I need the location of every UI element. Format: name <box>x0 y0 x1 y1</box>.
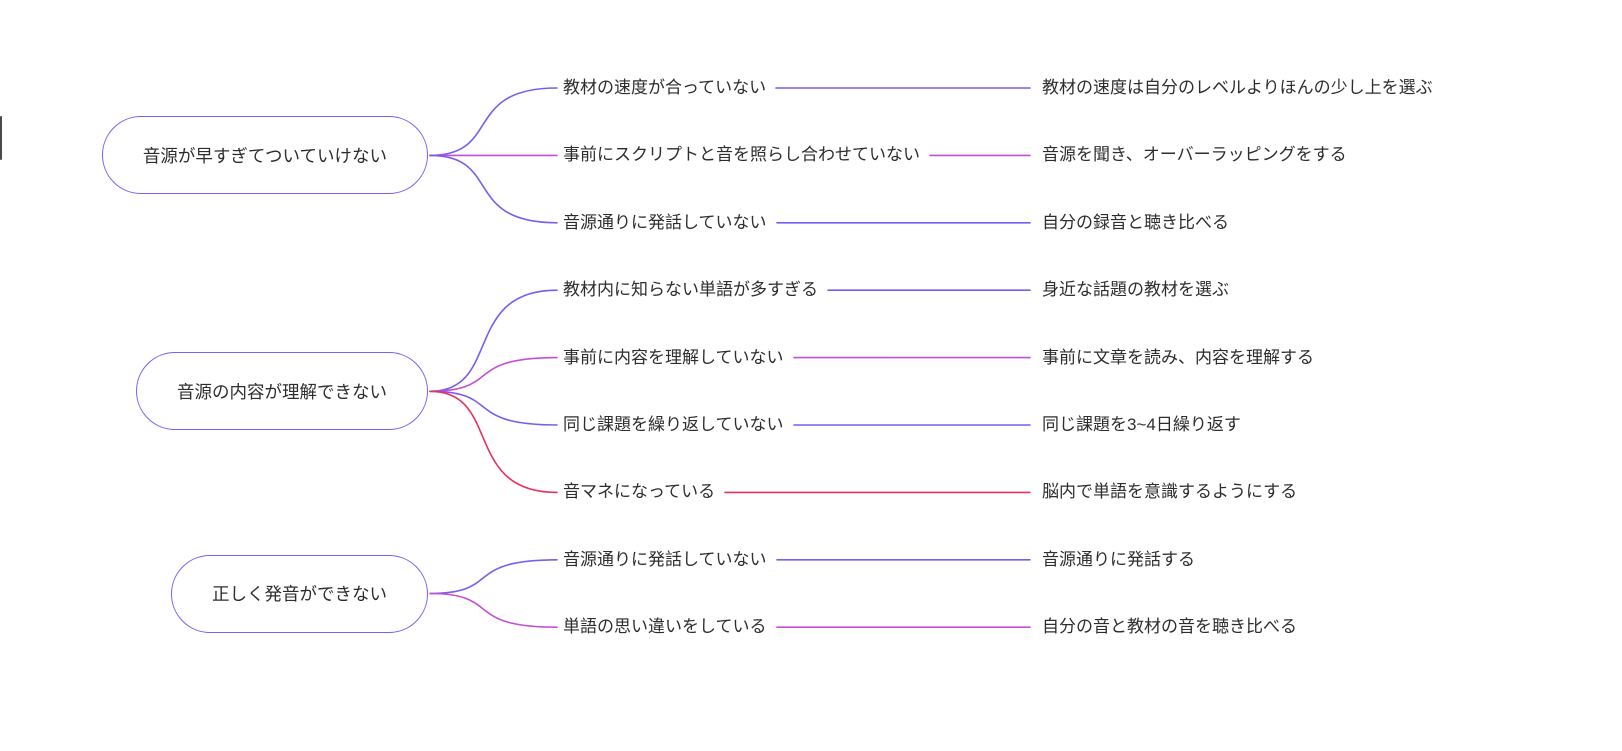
problem-node[interactable]: 事前にスクリプトと音を照らし合わせていない <box>563 145 920 165</box>
branch-curve <box>429 559 558 595</box>
canvas-edge-mark <box>0 116 2 160</box>
root-node[interactable]: 音源の内容が理解できない <box>136 352 428 431</box>
problem-node[interactable]: 事前に内容を理解していない <box>563 347 784 367</box>
problem-node[interactable]: 音源通りに発話していない <box>563 212 767 232</box>
problem-node[interactable]: 教材内に知らない単語が多すぎる <box>563 280 818 300</box>
problem-node[interactable]: 音源通りに発話していない <box>563 549 767 569</box>
branch-curve <box>429 289 558 393</box>
solution-node[interactable]: 身近な話題の教材を選ぶ <box>1042 280 1229 300</box>
branch-curve <box>429 154 558 224</box>
branch-curve <box>429 390 558 426</box>
branch-curve <box>429 87 558 157</box>
root-node[interactable]: 音源が早すぎてついていけない <box>101 116 428 195</box>
solution-node[interactable]: 自分の録音と聴き比べる <box>1042 212 1229 232</box>
solution-node[interactable]: 音源通りに発話する <box>1042 549 1195 569</box>
branch-curve <box>429 390 558 494</box>
problem-node[interactable]: 音マネになっている <box>563 482 716 502</box>
branch-curve <box>429 356 558 393</box>
solution-node[interactable]: 事前に文章を読み、内容を理解する <box>1042 347 1314 367</box>
root-node[interactable]: 正しく発音ができない <box>171 554 428 633</box>
root-node-label: 正しく発音ができない <box>212 584 387 604</box>
problem-node[interactable]: 教材の速度が合っていない <box>563 77 767 97</box>
problem-node[interactable]: 単語の思い違いをしている <box>563 617 767 637</box>
solution-node[interactable]: 音源を聞き、オーバーラッピングをする <box>1042 145 1347 165</box>
solution-node[interactable]: 教材の速度は自分のレベルよりほんの少し上を選ぶ <box>1042 77 1433 97</box>
branch-curve <box>429 592 558 628</box>
root-node-label: 音源が早すぎてついていけない <box>142 145 387 166</box>
solution-node[interactable]: 自分の音と教材の音を聴き比べる <box>1042 617 1297 637</box>
solution-node[interactable]: 脳内で単語を意識するようにする <box>1042 482 1298 502</box>
problem-node[interactable]: 同じ課題を繰り返していない <box>563 414 784 434</box>
solution-node[interactable]: 同じ課題を3~4日繰り返す <box>1042 414 1241 434</box>
root-node-label: 音源の内容が理解できない <box>177 381 387 402</box>
